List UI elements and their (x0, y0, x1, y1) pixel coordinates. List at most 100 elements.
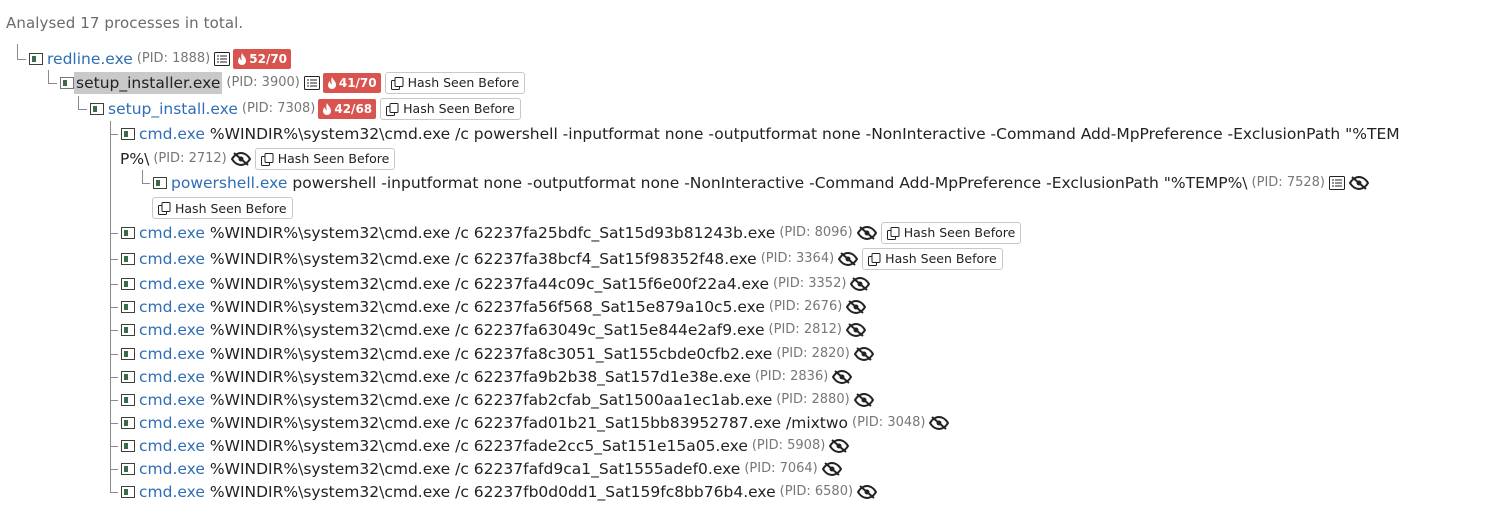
list-icon[interactable] (1328, 176, 1345, 190)
process-node-cmd: cmd.exe %WINDIR%\system32\cmd.exe /c 622… (121, 343, 874, 365)
process-node-cmd: cmd.exe %WINDIR%\system32\cmd.exe /c 622… (121, 435, 850, 457)
hash-seen-before-label: Hash Seen Before (407, 75, 520, 90)
copy-icon (886, 226, 900, 240)
eye-slash-icon (832, 370, 853, 384)
eye-slash-icon (845, 323, 866, 337)
tree-connector (142, 170, 143, 184)
process-icon (121, 440, 135, 452)
tree-connector (110, 423, 118, 424)
tree-connector (142, 183, 150, 184)
hash-seen-before-button[interactable]: Hash Seen Before (862, 248, 1003, 270)
process-name-link[interactable]: cmd.exe (139, 414, 205, 432)
process-icon (29, 53, 43, 65)
process-icon (121, 486, 135, 498)
process-name-link[interactable]: cmd.exe (139, 298, 205, 316)
process-command-line: %WINDIR%\system32\cmd.exe /c 62237fab2cf… (209, 391, 773, 409)
process-icon (121, 324, 135, 336)
eye-slash-icon (829, 439, 850, 453)
process-node-cmd: cmd.exe %WINDIR%\system32\cmd.exe /c 622… (121, 481, 878, 503)
process-name-link[interactable]: cmd.exe (139, 391, 205, 409)
process-name-link[interactable]: powershell.exe (171, 174, 288, 192)
process-command-line: %WINDIR%\system32\cmd.exe /c 62237fa38bc… (209, 250, 757, 268)
list-icon[interactable] (214, 52, 231, 66)
process-node-cmd: cmd.exe %WINDIR%\system32\cmd.exe /c 622… (121, 273, 871, 295)
process-pid: (PID: 1888) (136, 51, 211, 66)
hash-seen-before-button[interactable]: Hash Seen Before (254, 148, 396, 170)
process-node-cmd: cmd.exe %WINDIR%\system32\cmd.exe /c 622… (121, 366, 853, 388)
eye-slash-icon (857, 485, 878, 499)
process-name-link[interactable]: cmd.exe (139, 125, 205, 143)
process-node-powershell-continued: Hash Seen Before (152, 197, 293, 219)
hash-seen-before-button[interactable]: Hash Seen Before (380, 98, 521, 120)
tree-connector (48, 83, 57, 84)
process-name-link[interactable]: cmd.exe (139, 460, 205, 478)
detection-score: 52/70 (249, 52, 288, 66)
tree-connector (110, 377, 118, 378)
tree-connector (110, 259, 118, 260)
process-pid: (PID: 2712) (153, 151, 227, 166)
process-icon (121, 394, 135, 406)
process-pid: (PID: 2820) (776, 346, 850, 361)
process-node-redline: redline.exe (PID: 1888) 52/70 (29, 48, 292, 70)
process-node-cmd: cmd.exe %WINDIR%\system32\cmd.exe /c 622… (121, 412, 950, 434)
tree-connector (110, 284, 118, 285)
fire-icon (327, 77, 336, 89)
process-name-link[interactable]: cmd.exe (139, 250, 205, 268)
tree-connector (17, 44, 18, 60)
process-icon (121, 253, 135, 265)
process-command-line: %WINDIR%\system32\cmd.exe /c 62237fa8c30… (209, 345, 773, 363)
hash-seen-before-button[interactable]: Hash Seen Before (880, 222, 1022, 244)
process-command-line: %WINDIR%\system32\cmd.exe /c 62237fafd9c… (209, 460, 741, 478)
analysis-summary: Analysed 17 processes in total. (6, 14, 244, 32)
process-command-line: %WINDIR%\system32\cmd.exe /c 62237fad01b… (209, 414, 849, 432)
eye-slash-icon (856, 226, 877, 240)
process-name-link[interactable]: setup_install.exe (108, 100, 238, 118)
eye-slash-icon (850, 277, 871, 291)
hash-seen-before-label: Hash Seen Before (277, 151, 390, 166)
hash-seen-before-label: Hash Seen Before (903, 225, 1016, 240)
process-node-cmd: cmd.exe %WINDIR%\system32\cmd.exe /c 622… (121, 222, 1022, 244)
eye-slash-icon (853, 393, 874, 407)
process-command-line: %WINDIR%\system32\cmd.exe /c powershell … (209, 125, 1400, 143)
process-name-link[interactable]: cmd.exe (139, 437, 205, 455)
tree-connector (110, 134, 118, 135)
process-node-cmd: cmd.exe %WINDIR%\system32\cmd.exe /c 622… (121, 319, 866, 341)
process-name-link[interactable]: cmd.exe (139, 224, 205, 242)
copy-icon (386, 102, 399, 116)
process-pid: (PID: 2812) (768, 322, 842, 337)
hash-seen-before-label: Hash Seen Before (403, 101, 515, 116)
process-pid: (PID: 7308) (241, 101, 316, 116)
process-name-link[interactable]: cmd.exe (139, 275, 205, 293)
hash-seen-before-label: Hash Seen Before (885, 251, 997, 266)
process-name-link[interactable]: cmd.exe (139, 321, 205, 339)
process-pid: (PID: 3352) (772, 276, 847, 291)
process-pid: (PID: 3364) (760, 251, 835, 266)
process-name-link[interactable]: redline.exe (47, 50, 133, 68)
tree-connector (110, 330, 118, 331)
tree-connector (110, 354, 118, 355)
eye-slash-icon (1348, 176, 1369, 190)
tree-connector (110, 307, 118, 308)
process-name-link[interactable]: cmd.exe (139, 345, 205, 363)
tree-connector (78, 109, 87, 110)
hash-seen-before-button[interactable]: Hash Seen Before (384, 72, 526, 94)
tree-connector (78, 96, 79, 110)
hash-seen-before-button[interactable]: Hash Seen Before (152, 197, 293, 219)
process-command-line: %WINDIR%\system32\cmd.exe /c 62237fa56f5… (209, 298, 765, 316)
process-name-selected[interactable]: setup_installer.exe (74, 72, 223, 94)
process-name-link[interactable]: cmd.exe (139, 483, 205, 501)
detection-badge: 42/68 (318, 99, 377, 119)
process-icon (121, 301, 135, 313)
process-command-line: %WINDIR%\system32\cmd.exe /c 62237fa6304… (209, 321, 765, 339)
copy-icon (158, 201, 171, 215)
eye-slash-icon (821, 462, 842, 476)
process-node-cmd: cmd.exe %WINDIR%\system32\cmd.exe /c 622… (121, 389, 874, 411)
process-name-link[interactable]: cmd.exe (139, 368, 205, 386)
fire-icon (238, 53, 247, 65)
process-icon (121, 463, 135, 475)
process-icon (121, 371, 135, 383)
process-pid: (PID: 8096) (779, 225, 853, 240)
list-icon[interactable] (303, 76, 320, 90)
process-pid: (PID: 2836) (754, 369, 829, 384)
